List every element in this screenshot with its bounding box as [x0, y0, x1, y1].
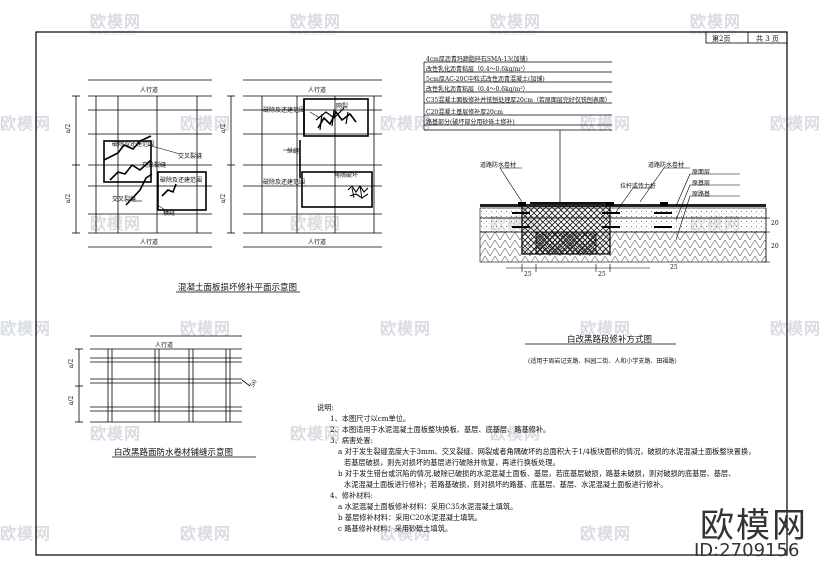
watermark-text: 欧模网	[180, 114, 232, 133]
note-line: a 水泥混凝土面板修补材料：采用C35水泥混凝土填筑。	[338, 502, 518, 511]
note-line: a 对于发生裂缝宽度大于3mm、交叉裂缝、网裂或者角隅破坏的总面积大于1/4板块…	[338, 447, 756, 456]
label-net-crack: 网裂	[336, 103, 349, 110]
sidewalk-label: 人行道	[140, 239, 159, 246]
label-cross-crack: 交叉裂缝	[178, 153, 203, 160]
note-line: 1、本图尺寸以cm单位。	[330, 414, 411, 423]
watermark-text: 欧模网	[0, 524, 52, 543]
sidewalk-label: 人行道	[308, 87, 327, 94]
watermark-text: 欧模网	[180, 524, 232, 543]
label-break-remove: 破除及还建范围	[263, 107, 306, 114]
watermark-text: 欧模网	[180, 319, 232, 338]
plan2-title: 白改黑路面防水卷材铺缝示意图	[114, 448, 234, 458]
brand-id: ID:2709156	[694, 540, 800, 561]
page-number: 第2页	[712, 35, 731, 43]
brand-logo-text: 欧模网	[700, 506, 808, 546]
note-line: 水泥混凝土面板进行修补；若路基破损，则对损坏的路基、底基层、基层、水泥混凝土面板…	[344, 480, 668, 489]
watermark-text: 欧模网	[580, 524, 632, 543]
dim-a2: a/2	[220, 193, 228, 204]
dim-a2: a/2	[220, 123, 228, 134]
notes-heading: 说明:	[317, 403, 334, 412]
dim-20: 20	[771, 243, 779, 250]
dim-25: 25	[670, 264, 678, 271]
layer-label: 路基部分(破坏部分用砂砾土修补)	[426, 119, 515, 126]
legend-base: 原基层	[692, 180, 711, 187]
watermark-text: 欧模网	[290, 424, 342, 443]
label-cross-crack: 交叉裂缝	[112, 196, 137, 203]
dim-a2: a/2	[68, 395, 76, 406]
page-total: 共 3 页	[756, 35, 779, 43]
watermark-text: 欧模网	[770, 319, 822, 338]
legend-surface: 原面层	[692, 169, 711, 176]
watermark-text: 欧模网	[90, 424, 142, 443]
label-longitudinal-crack: 纵缝	[287, 148, 300, 155]
watermark-text: 欧模网	[380, 319, 432, 338]
label-tie-bar: 拉杆或传力杆	[620, 183, 657, 190]
sidewalk-label: 人行道	[155, 342, 174, 349]
layer-label: 改性乳化沥青粘层（0.4～0.6kg/m²）	[426, 66, 529, 73]
watermark-text: 欧模网	[580, 114, 632, 133]
note-line: b 对于发生错台或沉陷的情况,破除已破损的水泥混凝土面板、基层，若底基层破损，路…	[338, 469, 736, 478]
note-line: 2、本图适用于水泥混凝土面板整块换板、基层、底基层、路基修补。	[330, 425, 551, 434]
watermark-text: 欧模网	[490, 424, 542, 443]
watermark-text: 欧模网	[0, 319, 52, 338]
watermark-text: 欧模网	[770, 114, 822, 133]
note-line: 若基层破损，则先对损坏的基层进行破除并恢复，再进行换板处理。	[344, 458, 560, 467]
watermark-text: 欧模网	[380, 114, 432, 133]
watermark-text: 欧模网	[490, 12, 542, 31]
section-title: 白改黑路段修补方式图	[567, 335, 653, 345]
layer-label: C20混凝土基层修补厚20cm	[426, 109, 503, 116]
sidewalk-label: 人行道	[308, 239, 327, 246]
label-transverse-crack: 横缝	[163, 210, 176, 217]
watermark-text: 欧模网	[90, 214, 142, 233]
watermark-text: 欧模网	[90, 12, 142, 31]
layer-label: 改性乳化沥青粘层（0.4～0.6kg/m²）	[426, 86, 529, 93]
dim-a2: a/2	[65, 123, 73, 134]
layer-label: C35混凝土面板修补并铣刨处理厚20cm（若原面层完好仅铣刨表面）	[426, 97, 611, 104]
watermark-text: 欧模网	[290, 214, 342, 233]
section-subtitle: (适用于周岩记支路、科园二街、人和小学支路、田福路)	[528, 358, 677, 365]
label-break-remove: 破除及还建范围	[112, 141, 155, 148]
plan1-title: 混凝土面板损坏修补平面示意图	[178, 283, 298, 293]
layer-label: 4cm厚沥青玛蹄脂碎石SMA-13(加铺)	[426, 56, 528, 63]
dim-25: 25	[524, 271, 532, 278]
layer-label: 5cm厚AC-20C中粒式改性沥青混凝土(加铺)	[426, 76, 545, 83]
label-cross-crack: 交叉裂缝	[142, 162, 167, 169]
sidewalk-label: 人行道	[140, 87, 159, 94]
label-membrane: 道路防水卷材	[648, 162, 685, 169]
watermark-text: 欧模网	[690, 12, 742, 31]
note-line: b 基层修补材料：采用C20水泥混凝土填筑。	[338, 513, 482, 522]
label-break-remove: 破除及还建范围	[263, 179, 306, 186]
legend-subgrade: 原路基	[692, 191, 711, 198]
label-corner-break: 角隅破坏	[334, 172, 359, 179]
note-line: 4、修补材料:	[330, 491, 373, 500]
dim-20: 20	[771, 220, 779, 227]
label-membrane: 道路防水卷材	[480, 162, 517, 169]
label-break-remove: 破除及还建范围	[160, 177, 203, 184]
watermark-text: 欧模网	[580, 319, 632, 338]
dim-a2: a/2	[68, 358, 76, 369]
note-line: 3、病害处置:	[330, 436, 373, 445]
dim-25: 25	[598, 271, 606, 278]
note-line: c 路基修补材料：采用砂砾土填筑。	[338, 524, 453, 533]
watermark-text: 欧模网	[380, 524, 432, 543]
dim-a2: a/2	[65, 193, 73, 204]
watermark-text: 欧模网	[290, 12, 342, 31]
watermark-text: 欧模网	[0, 114, 52, 133]
